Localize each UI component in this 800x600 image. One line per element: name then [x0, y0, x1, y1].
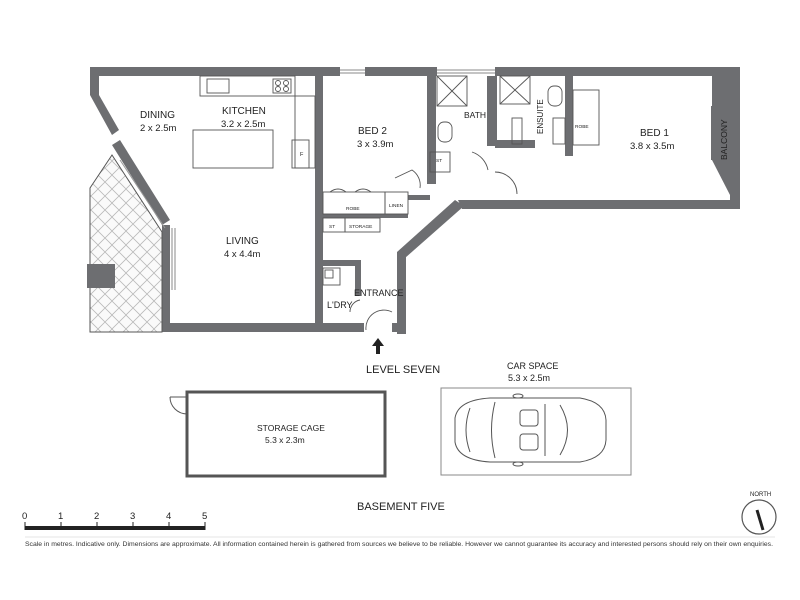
- robe-bed2-label: ROBE: [346, 206, 360, 212]
- disclaimer-text: Scale in metres. Indicative only. Dimens…: [25, 542, 773, 548]
- scale-tick-0: 0: [22, 511, 27, 522]
- bed2-name: BED 2: [358, 126, 387, 137]
- north-label: NORTH: [750, 492, 771, 498]
- storage-cage: STORAGE CAGE 5.3 x 2.3m: [169, 390, 387, 478]
- car-space-dims: 5.3 x 2.5m: [508, 373, 550, 383]
- bed1-dims: 3.8 x 3.5m: [630, 141, 674, 152]
- kitchen-name: KITCHEN: [222, 106, 266, 117]
- store-st-bath-label: ST: [436, 158, 442, 164]
- bath-name: BATH: [464, 110, 486, 120]
- door-swings: [349, 151, 518, 331]
- scale-tick-4: 4: [166, 511, 171, 522]
- bed1-name: BED 1: [640, 128, 669, 139]
- dining-dims: 2 x 2.5m: [140, 123, 177, 134]
- compass-icon: NORTH: [741, 492, 777, 535]
- living-name: LIVING: [226, 236, 259, 247]
- windows: [171, 69, 495, 290]
- entry-arrow-icon: [372, 338, 384, 354]
- store-st-label: ST: [329, 224, 335, 230]
- balcony-name: BALCONY: [719, 119, 729, 160]
- column-block: [87, 264, 115, 288]
- robe-bed1-label: ROBE: [575, 124, 589, 130]
- entrance-name: ENTRANCE: [354, 288, 404, 298]
- laundry-name: L'DRY: [327, 300, 353, 310]
- ensuite-fixtures: [499, 75, 600, 146]
- laundry-fixtures: [322, 267, 341, 286]
- scale-tick-3: 3: [130, 511, 135, 522]
- bath-fixtures: [429, 75, 523, 173]
- scale-tick-2: 2: [94, 511, 99, 522]
- exterior-walls: [90, 67, 740, 334]
- kitchen-dims: 3.2 x 2.5m: [221, 119, 265, 130]
- car-space: CAR SPACE 5.3 x 2.5m: [440, 361, 632, 476]
- scale-bar: 0 1 2 3 4 5: [22, 511, 207, 530]
- storage-cage-name: STORAGE CAGE: [257, 423, 325, 433]
- living-dims: 4 x 4.4m: [224, 249, 261, 260]
- bed2-dims: 3 x 3.9m: [357, 139, 394, 150]
- car-icon: [454, 393, 607, 467]
- basement-label: BASEMENT FIVE: [357, 501, 445, 513]
- level-label: LEVEL SEVEN: [366, 364, 440, 376]
- storage-label: STORAGE: [349, 224, 372, 230]
- linen-label: LINEN: [389, 203, 404, 209]
- car-space-name: CAR SPACE: [507, 361, 558, 371]
- ensuite-name: ENSUITE: [536, 99, 545, 134]
- storage-cage-dims: 5.3 x 2.3m: [265, 435, 305, 445]
- bed2-robes: [322, 188, 409, 233]
- fridge-label: F: [300, 152, 304, 158]
- scale-tick-5: 5: [202, 511, 207, 522]
- scale-tick-1: 1: [58, 511, 63, 522]
- dining-name: DINING: [140, 110, 175, 121]
- kitchen-fixtures: [192, 75, 316, 169]
- dining-balcony: [87, 154, 166, 333]
